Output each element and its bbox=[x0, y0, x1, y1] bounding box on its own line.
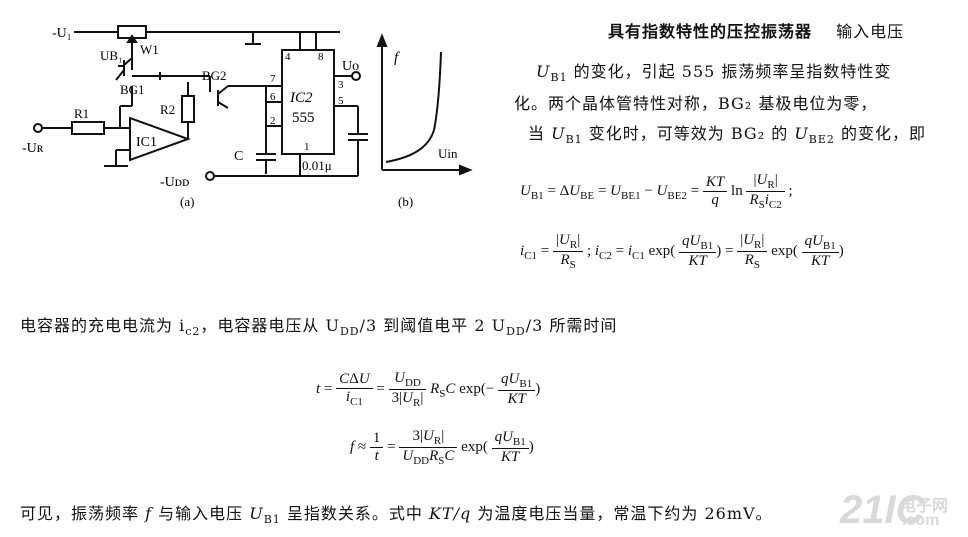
label-c: C bbox=[234, 149, 243, 164]
pin-6: 6 bbox=[270, 91, 276, 103]
ub1-symbol-3: U bbox=[249, 504, 264, 523]
pin-2: 2 bbox=[270, 115, 276, 127]
label-ic1: IC1 bbox=[136, 135, 157, 150]
ub1-sub-2: B1 bbox=[565, 133, 583, 147]
final-a: 可见，振荡频率 bbox=[20, 504, 140, 523]
label-ic2-num: 555 bbox=[292, 110, 315, 126]
para2-b: ，电容器电压从 U bbox=[200, 316, 340, 335]
final-c: 呈指数关系。式中 bbox=[286, 504, 423, 523]
caption-a: (a) bbox=[180, 194, 194, 209]
circuit-diagram-a: -U₁ UB₁ W1 BG1 BG2 R1 R2 -Uʀ IC1 IC2 555… bbox=[22, 25, 368, 209]
watermark-cn: 电子网 bbox=[900, 498, 949, 515]
axis-uin-label: Uin bbox=[438, 146, 458, 161]
para2-sub: c2 bbox=[185, 325, 201, 339]
label-bg2: BG2 bbox=[202, 68, 227, 83]
ub1-symbol: U bbox=[536, 62, 551, 81]
label-r2: R2 bbox=[160, 102, 175, 117]
text-line-1: 具有指数特性的压控振荡器 输入电压 bbox=[608, 18, 904, 42]
para2-a: 电容器的充电电流为 i bbox=[20, 316, 186, 335]
final-d: 为温度电压当量，常温下约为 26mV。 bbox=[477, 504, 773, 523]
intro-line4-a: 当 bbox=[528, 124, 546, 143]
label-ut: -U₁ bbox=[52, 26, 72, 41]
final-b: 与输入电压 bbox=[158, 504, 244, 523]
dd-sub-1: DD bbox=[339, 325, 360, 339]
paragraph-2: 电容器的充电电流为 ic2，电容器电压从 UDD/3 到阈值电平 2 UDD/3… bbox=[20, 312, 617, 338]
text-line-2: UB1 的变化，引起 555 振荡频率呈指数特性变 bbox=[536, 58, 891, 84]
label-cap2: 0.01μ bbox=[302, 158, 332, 173]
ube2-symbol: U bbox=[794, 124, 809, 143]
pin-3: 3 bbox=[338, 79, 344, 91]
label-uo: Uo bbox=[342, 59, 359, 74]
para2-d: /3 所需时间 bbox=[525, 316, 618, 335]
pin-7: 7 bbox=[270, 73, 276, 85]
pin-4: 4 bbox=[285, 51, 291, 63]
pin-1: 1 bbox=[304, 141, 310, 153]
ub1-sub: B1 bbox=[550, 71, 568, 85]
label-ur: -Uʀ bbox=[22, 141, 44, 156]
label-udd: -Uᴅᴅ bbox=[160, 175, 189, 190]
dd-sub-2: DD bbox=[506, 325, 526, 339]
caption-b: (b) bbox=[398, 194, 413, 209]
final-line: 可见，振荡频率 f 与输入电压 UB1 呈指数关系。式中 KT/q 为温度电压当… bbox=[20, 500, 773, 526]
label-r1: R1 bbox=[74, 106, 89, 121]
intro-line4-c: 的变化，即 bbox=[841, 124, 927, 143]
pin-8: 8 bbox=[318, 51, 324, 63]
ub1-sub-3: B1 bbox=[263, 513, 281, 527]
label-ic2: IC2 bbox=[289, 90, 313, 106]
final-ktq: KT/q bbox=[429, 504, 472, 523]
label-w1: W1 bbox=[140, 42, 159, 57]
intro-line2: 的变化，引起 555 振荡频率呈指数特性变 bbox=[573, 62, 892, 81]
ub1-symbol-2: U bbox=[551, 124, 566, 143]
watermark-logo: 21IC bbox=[840, 488, 925, 532]
intro-line1: 输入电压 bbox=[836, 22, 905, 41]
ube2-sub: BE2 bbox=[808, 133, 835, 147]
text-line-3: 化。两个晶体管特性对称，BG₂ 基极电位为零， bbox=[514, 94, 878, 113]
axis-f-label: f bbox=[394, 50, 400, 66]
final-f: f bbox=[145, 504, 153, 523]
label-ub1: UB₁ bbox=[100, 48, 123, 63]
para2-c: /3 到阈值电平 2 U bbox=[359, 316, 507, 335]
pin-5: 5 bbox=[338, 95, 344, 107]
graph-b: f Uin (b) bbox=[376, 33, 473, 209]
title: 具有指数特性的压控振荡器 bbox=[608, 22, 813, 41]
intro-line4-b: 变化时，可等效为 BG₂ 的 bbox=[588, 124, 789, 143]
text-line-4: 当 UB1 变化时，可等效为 BG₂ 的 UBE2 的变化，即 bbox=[528, 120, 926, 146]
label-bg1: BG1 bbox=[120, 82, 145, 97]
watermark-com: .com bbox=[902, 512, 940, 529]
